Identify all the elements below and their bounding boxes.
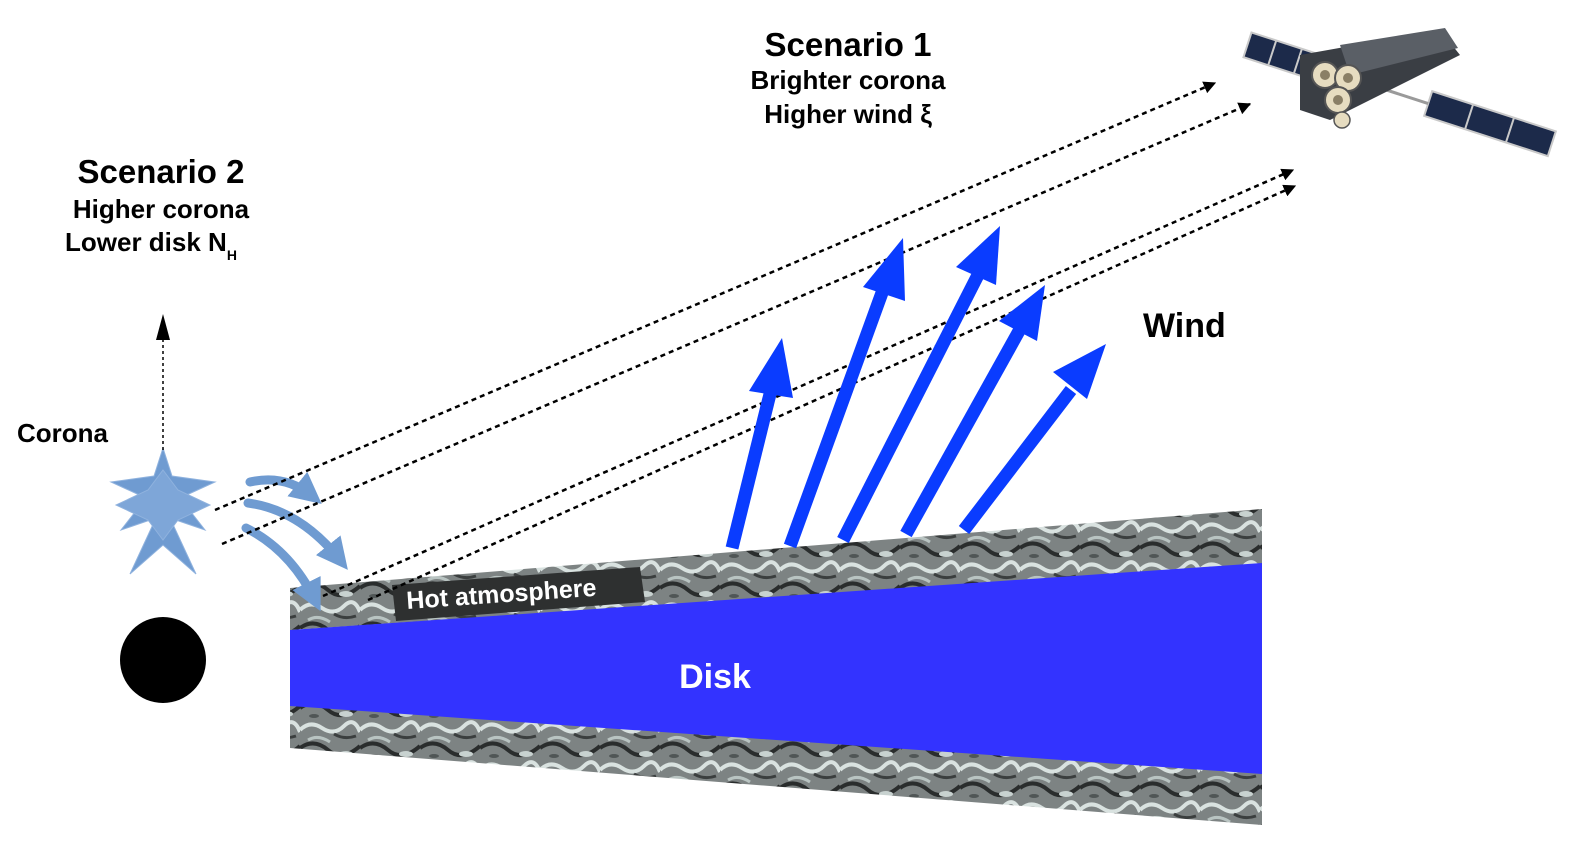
scenario-1-block: Scenario 1 Brighter corona Higher wind ξ — [750, 26, 946, 129]
corona-label: Corona — [17, 418, 109, 448]
scenario-2-title: Scenario 2 — [78, 153, 245, 190]
scenario-2-block: Scenario 2 Higher corona Lower disk NH — [65, 153, 250, 263]
disk-label: Disk — [679, 658, 751, 696]
scenario-2-line-2: Lower disk NH — [65, 227, 237, 263]
lower-atmosphere-layer — [290, 705, 1262, 825]
wind-label: Wind — [1143, 307, 1226, 345]
satellite-icon — [1242, 28, 1558, 158]
lines-of-sight — [214, 81, 1297, 602]
hot-atmosphere-label-box — [392, 567, 645, 621]
accretion-disk — [290, 563, 1262, 774]
scenario-1-title: Scenario 1 — [765, 26, 932, 63]
illumination-arrows — [241, 471, 348, 612]
disk-structure: Hot atmosphere Disk — [290, 509, 1262, 825]
wind-arrows — [725, 226, 1106, 550]
scenario-2-line-1: Higher corona — [73, 194, 250, 224]
scenario-2-line-2-subscript: H — [227, 247, 237, 263]
scenario-1-line-1: Brighter corona — [750, 65, 946, 95]
scenario-2-line-2-main: Lower disk N — [65, 227, 227, 257]
scenario-1-line-2: Higher wind ξ — [764, 99, 932, 129]
black-hole-icon — [120, 617, 206, 703]
corona-height-arrowhead — [156, 314, 170, 340]
corona-star-icon — [109, 446, 217, 575]
